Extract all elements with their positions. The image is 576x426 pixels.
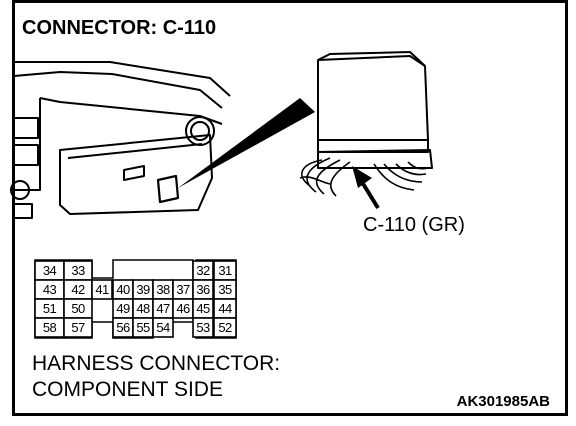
pin-face: 34 33 32 31 43 42 41 40 39 38 37 36 35 51 50 49 48 47 46 45…: [34, 259, 237, 339]
pin-number: 48: [136, 301, 150, 316]
pin-number: 50: [71, 301, 85, 316]
pin-number: 38: [156, 282, 170, 297]
pin-number: 51: [43, 301, 57, 316]
figure-code: AK301985AB: [457, 393, 551, 410]
pin-cell: [192, 317, 214, 338]
callout-arrow: [352, 166, 380, 210]
pin-number: 35: [218, 282, 232, 297]
caption-line-1: HARNESS CONNECTOR:: [32, 352, 280, 375]
pin-number: 34: [43, 263, 57, 278]
pin-number: 56: [116, 320, 130, 335]
component-body: [317, 51, 433, 169]
diagram-title: CONNECTOR: C-110: [22, 17, 216, 39]
pin-number: 41: [95, 282, 109, 297]
pin-number: 47: [156, 301, 170, 316]
pin-number: 37: [176, 282, 190, 297]
pin-number: 57: [71, 320, 85, 335]
connector-callout-label: C-110 (GR): [363, 214, 465, 236]
pin-number: 58: [43, 320, 57, 335]
pin-number: 44: [218, 301, 232, 316]
dashboard-illustration: [10, 61, 231, 219]
pin-cell: [152, 317, 174, 338]
pin-number: 52: [218, 320, 232, 335]
pin-number: 46: [176, 301, 190, 316]
pin-number: 40: [116, 282, 130, 297]
pin-number: 33: [71, 263, 85, 278]
pin-number: 55: [136, 320, 150, 335]
pin-number: 36: [196, 282, 210, 297]
pin-number: 49: [116, 301, 130, 316]
pin-number: 45: [196, 301, 210, 316]
leader-wedge: [178, 98, 315, 188]
pin-number: 31: [218, 263, 232, 278]
pin-cell: [91, 279, 113, 300]
pin-number: 43: [43, 282, 57, 297]
pin-number: 39: [136, 282, 150, 297]
pin-number: 42: [71, 282, 85, 297]
pin-number: 32: [196, 263, 210, 278]
pin-number: 54: [156, 320, 170, 335]
pin-cell: [63, 317, 93, 338]
pin-cell: [213, 317, 237, 338]
wire-harness: [299, 157, 429, 197]
caption-line-2: COMPONENT SIDE: [32, 378, 223, 401]
connector-housing: [34, 259, 237, 339]
pin-number: 53: [196, 320, 210, 335]
